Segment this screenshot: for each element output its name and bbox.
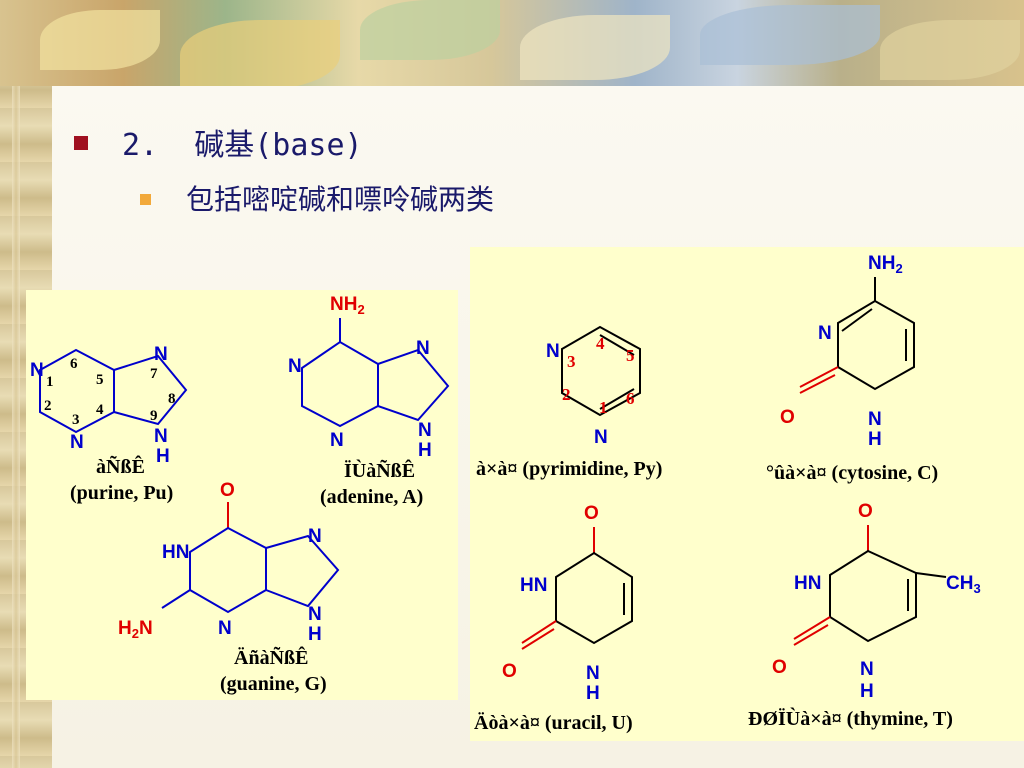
pyr-num-4: 4 [596, 334, 605, 353]
pyr-num-1: 1 [599, 398, 608, 417]
thymine-structure: O HN CH3 O N H [772, 501, 981, 702]
section-heading: 2. 碱基(base) [122, 120, 363, 164]
purine-num-1: 1 [46, 374, 54, 390]
bullet-level-1 [74, 136, 88, 150]
guanine-structure: O HN N N N H H2N [118, 480, 340, 645]
atom-label: H [308, 624, 322, 645]
atom-label: N [818, 323, 832, 344]
guanine-o: O [220, 480, 235, 501]
pyr-num-6: 6 [626, 389, 635, 408]
atom-label: H [860, 681, 874, 702]
purine-atom-n3: N [70, 432, 84, 453]
pyrimidine-caption-line: à×à¤ (pyrimidine, Py) [476, 458, 662, 480]
purine-atom-n7: N [154, 344, 168, 365]
atom-label: HN [520, 575, 547, 596]
guanine-caption-garbled: ÄñàÑßÊ [234, 645, 308, 669]
atom-label: N [586, 663, 600, 684]
cytosine-nh2: NH2 [868, 253, 903, 276]
cytosine-caption-line: °ûà×à¤ (cytosine, C) [766, 462, 938, 484]
pyr-num-5: 5 [626, 346, 635, 365]
atom-label: N [308, 526, 322, 547]
atom-label: H [868, 429, 882, 450]
purine-panel: N N N N H 6 1 5 7 8 2 4 3 9 àÑßÊ (purine… [26, 290, 458, 700]
guanine-caption: (guanine, G) [220, 673, 327, 695]
purine-num-8: 8 [168, 391, 176, 407]
atom-label: HN [162, 542, 189, 563]
bullet-level-2 [140, 194, 151, 205]
cytosine-structure: NH2 N O N H [780, 253, 915, 450]
purine-num-7: 7 [150, 366, 158, 382]
purine-num-9: 9 [150, 408, 158, 424]
purine-num-6: 6 [70, 356, 78, 372]
adenine-caption-garbled: ÏÙàÑßÊ [344, 458, 415, 482]
atom-label: N [416, 338, 430, 359]
pyr-num-2: 2 [562, 385, 571, 404]
atom-label: O [502, 661, 517, 682]
atom-label: N [868, 409, 882, 430]
pyr-num-3: 3 [567, 352, 576, 371]
uracil-caption-line: Äòà×à¤ (uracil, U) [474, 711, 633, 734]
atom-label: N [594, 427, 608, 448]
heading-number: 2. [122, 128, 159, 163]
atom-label: O [858, 501, 873, 522]
purine-structure: N N N N H 6 1 5 7 8 2 4 3 9 [30, 344, 188, 467]
heading-title: 碱基(base) [194, 128, 363, 163]
atom-label: N [546, 341, 560, 362]
thymine-ch3: CH3 [946, 573, 981, 596]
purine-num-5: 5 [96, 372, 104, 388]
purine-num-4: 4 [96, 402, 104, 418]
atom-label: O [772, 657, 787, 678]
purine-num-2: 2 [44, 398, 52, 414]
atom-label: N [330, 430, 344, 451]
atom-label: HN [794, 573, 821, 594]
adenine-structure: NH2 N N N N H [288, 294, 450, 461]
section-subheading: 包括嘧啶碱和嘌呤碱两类 [186, 183, 495, 216]
purine-atom-h: H [156, 446, 170, 467]
purine-caption: (purine, Pu) [70, 482, 173, 504]
adenine-caption: (adenine, A) [320, 486, 423, 508]
atom-label: N [308, 604, 322, 625]
atom-label: O [584, 503, 599, 524]
atom-label: O [780, 407, 795, 428]
atom-label: N [860, 659, 874, 680]
pyrimidine-panel: N N 3 4 5 2 6 1 à×à¤ (pyrimidine, Py) NH… [470, 247, 1024, 741]
atom-label: H [418, 440, 432, 461]
purine-num-3: 3 [72, 412, 80, 428]
uracil-structure: O HN O N H [502, 503, 633, 704]
atom-label: N [288, 356, 302, 377]
atom-label: H [586, 683, 600, 704]
top-banner-image [0, 0, 1024, 86]
atom-label: N [418, 420, 432, 441]
purine-atom-n1: N [30, 360, 44, 381]
purine-caption-garbled: àÑßÊ [96, 454, 145, 478]
thymine-caption-line: ÐØÏÙà×à¤ (thymine, T) [748, 706, 953, 730]
atom-label: N [218, 618, 232, 639]
guanine-h2n: H2N [118, 618, 153, 641]
adenine-nh2: NH2 [330, 294, 365, 317]
pyrimidine-structure: N N 3 4 5 2 6 1 [546, 325, 641, 448]
purine-atom-n9: N [154, 426, 168, 447]
